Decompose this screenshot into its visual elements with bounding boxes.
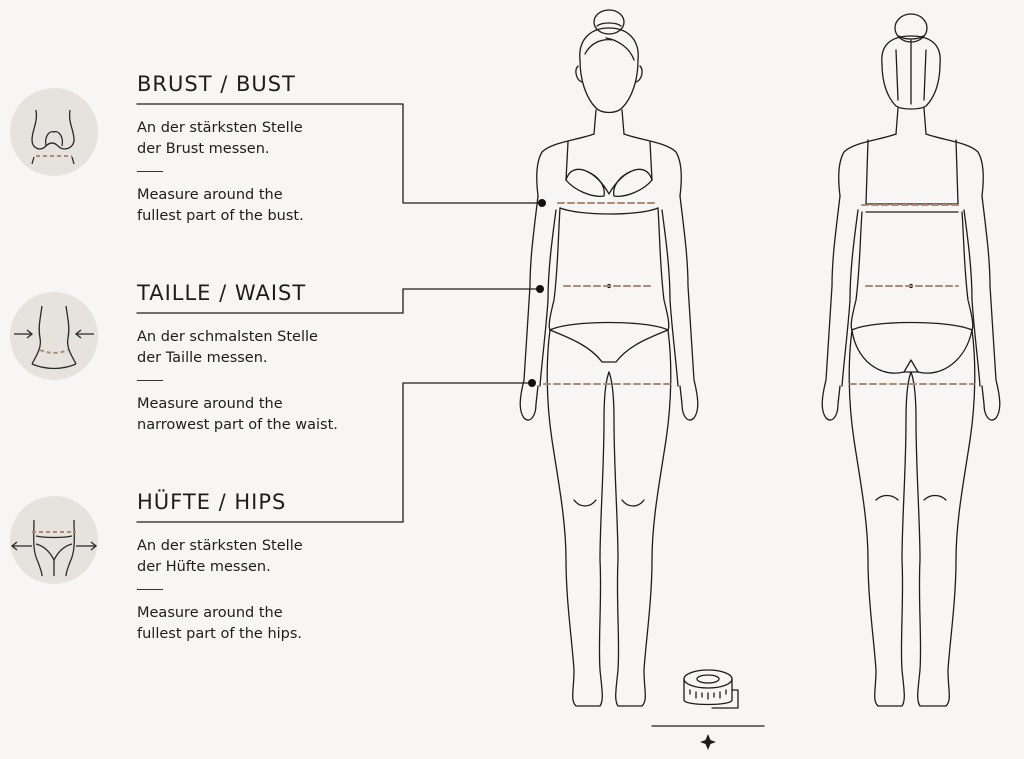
bust-connector <box>136 103 546 207</box>
tape-measure-icon <box>683 669 739 709</box>
hips-icon <box>10 496 98 584</box>
sparkle-icon <box>700 734 716 750</box>
waist-text-en-1: Measure around the <box>137 396 283 412</box>
bust-text-en-1: Measure around the <box>137 187 283 203</box>
waist-text-de-2: der Taille messen. <box>137 350 268 366</box>
waist-divider <box>137 380 163 381</box>
bust-icon <box>10 88 98 176</box>
front-view-figure <box>519 9 699 707</box>
bust-heading: BRUST / BUST <box>137 72 296 96</box>
hips-text-en-2: fullest part of the hips. <box>137 626 303 642</box>
back-view-figure <box>821 13 1001 707</box>
waist-text-de-1: An der schmalsten Stelle <box>137 329 318 345</box>
waist-icon <box>10 292 98 380</box>
hips-text-en-1: Measure around the <box>137 605 283 621</box>
hips-text-de-2: der Hüfte messen. <box>137 559 271 575</box>
hips-text-de-1: An der stärksten Stelle <box>137 538 303 554</box>
bust-text-de-1: An der stärksten Stelle <box>137 120 303 136</box>
waist-text-en-2: narrowest part of the waist. <box>137 417 338 433</box>
waist-connector <box>136 285 544 314</box>
hips-connector <box>136 379 536 523</box>
bust-text-de-2: der Brust messen. <box>137 141 270 157</box>
hips-divider <box>137 589 163 590</box>
bust-text-en-2: fullest part of the bust. <box>137 208 304 224</box>
waist-heading: TAILLE / WAIST <box>137 281 307 305</box>
bust-divider <box>137 171 163 172</box>
hips-heading: HÜFTE / HIPS <box>137 490 287 514</box>
